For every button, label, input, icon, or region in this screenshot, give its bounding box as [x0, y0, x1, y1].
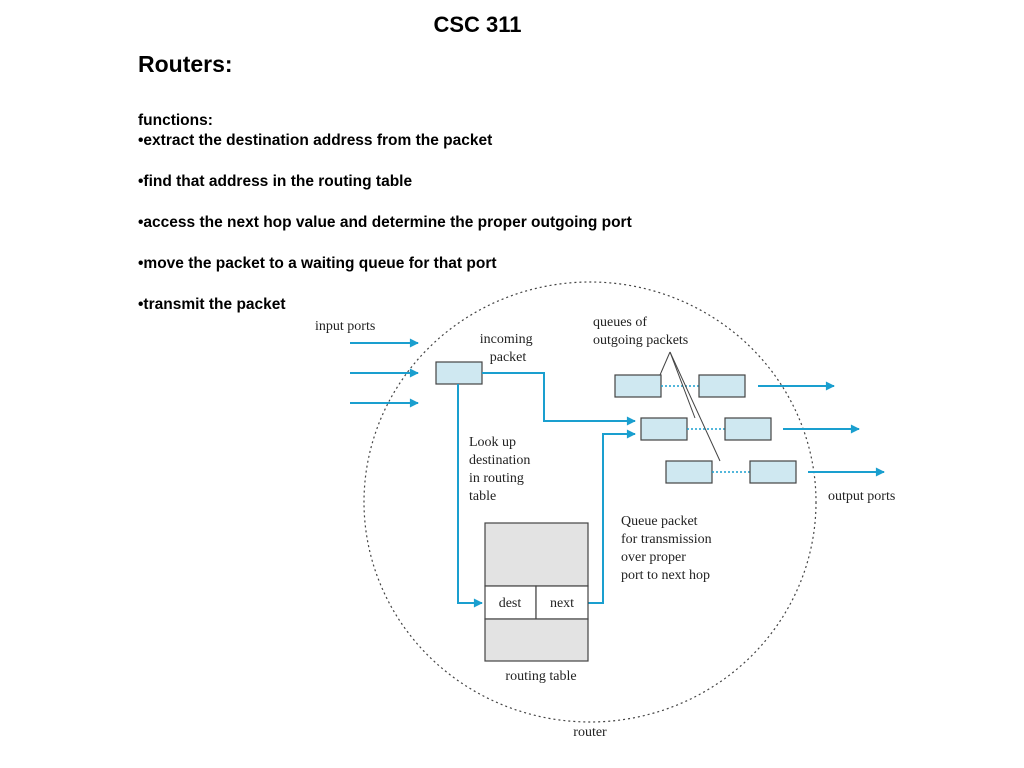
output-queue — [614, 374, 835, 398]
incoming-packet-label: incoming packet — [480, 332, 536, 365]
queued-packet — [665, 460, 713, 484]
queues-label-line: queues of — [593, 315, 647, 330]
router-label: router — [573, 725, 607, 740]
queued-packet — [640, 417, 688, 441]
output-queue — [665, 460, 885, 484]
queue-label-pointer — [669, 351, 721, 462]
next-cell — [535, 585, 589, 620]
lookup-label: Look up destination in routing table — [469, 435, 534, 504]
heading: Routers: — [138, 51, 233, 77]
queued-packet — [614, 374, 662, 398]
queue-packet-label-line: for transmission — [621, 532, 712, 547]
incoming-packet-label-line: incoming — [480, 332, 533, 347]
function-item: •extract the destination address from th… — [138, 132, 493, 149]
function-list: •extract the destination address from th… — [138, 131, 838, 315]
functions-block: functions: •extract the destination addr… — [138, 111, 838, 336]
next-hop-arrow — [588, 429, 636, 604]
queue-packet-label-line: over proper — [621, 550, 686, 565]
function-item: •access the next hop value and determine… — [138, 214, 632, 231]
queue-packet-label-line: Queue packet — [621, 514, 698, 529]
output-queue — [640, 417, 860, 441]
routing-table-top — [484, 522, 589, 587]
functions-label: functions: — [138, 112, 213, 129]
router-boundary — [363, 281, 817, 723]
input-ports-label: input ports — [315, 319, 375, 334]
routing-table: dest next — [484, 522, 589, 662]
function-item: •move the packet to a waiting queue for … — [138, 255, 497, 272]
lookup-arrow — [457, 384, 483, 608]
incoming-packet — [435, 361, 483, 385]
queue-label-pointer — [669, 351, 696, 419]
packet-to-queue-arrow — [482, 372, 636, 426]
queued-packet — [724, 417, 772, 441]
queues-label: queues of outgoing packets — [593, 315, 688, 348]
output-ports-label: output ports — [828, 489, 895, 504]
queue-packet-label-line: port to next hop — [621, 568, 710, 583]
next-cell-label: next — [550, 596, 574, 611]
routing-table-label: routing table — [505, 669, 576, 684]
dest-cell — [484, 585, 537, 620]
lookup-label-line: destination — [469, 453, 530, 468]
lookup-label-line: Look up — [469, 435, 516, 450]
queued-packet — [749, 460, 797, 484]
incoming-packet-label-line: packet — [490, 350, 527, 365]
dest-cell-label: dest — [499, 596, 522, 611]
queued-packet — [698, 374, 746, 398]
lookup-label-line: in routing — [469, 471, 524, 486]
queue-packet-label: Queue packet for transmission over prope… — [621, 514, 715, 583]
function-item: •transmit the packet — [138, 296, 286, 313]
lookup-label-line: table — [469, 489, 496, 504]
queues-label-line: outgoing packets — [593, 333, 688, 348]
function-item: •find that address in the routing table — [138, 173, 413, 190]
routing-table-bottom — [484, 618, 589, 662]
title: CSC 311 — [433, 12, 522, 37]
queue-label-pointer — [659, 351, 671, 376]
